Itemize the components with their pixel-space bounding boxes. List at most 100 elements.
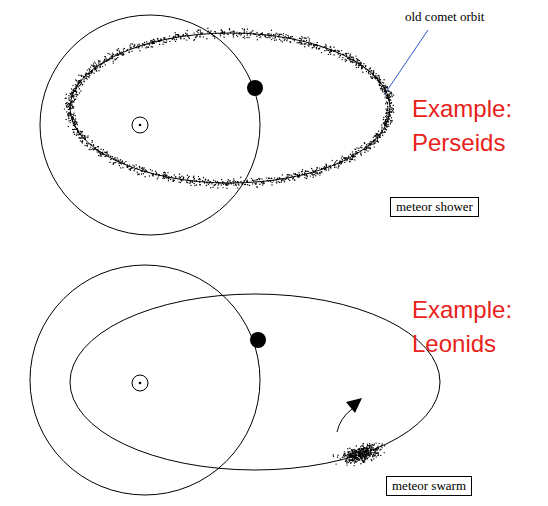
meteoroid-dot: [387, 96, 388, 97]
meteoroid-dot: [352, 154, 353, 155]
meteoroid-dot: [354, 156, 355, 157]
meteoroid-dot: [360, 448, 361, 449]
meteoroid-dot: [348, 57, 349, 58]
meteoroid-dot: [127, 167, 128, 168]
meteoroid-dot: [361, 450, 362, 451]
meteoroid-dot: [354, 456, 355, 457]
meteoroid-dot: [158, 40, 159, 41]
meteoroid-dot: [207, 180, 208, 181]
meteoroid-dot: [353, 62, 354, 63]
meteoroid-dot: [346, 461, 347, 462]
meteoroid-dot: [376, 136, 377, 137]
meteoroid-dot: [75, 115, 76, 116]
meteoroid-dot: [93, 149, 94, 150]
meteoroid-dot: [383, 82, 384, 83]
meteoroid-dot: [98, 152, 99, 153]
meteoroid-dot: [122, 54, 123, 55]
meteoroid-dot: [380, 134, 381, 135]
meteoroid-dot: [131, 168, 132, 169]
meteoroid-dot: [385, 122, 386, 123]
meteoroid-dot: [237, 182, 238, 183]
meteoroid-dot: [153, 43, 154, 44]
meteoroid-dot: [158, 175, 159, 176]
meteoroid-dot: [87, 69, 88, 70]
meteoroid-dot: [383, 79, 384, 80]
meteoroid-dot: [80, 84, 81, 85]
meteoroid-dot: [108, 154, 109, 155]
meteoroid-dot: [124, 48, 125, 49]
meteoroid-dot: [366, 452, 367, 453]
meteoroid-dot: [376, 134, 377, 135]
meteoroid-dot: [330, 167, 331, 168]
meteoroid-dot: [175, 176, 176, 177]
meteoroid-dots: [64, 28, 395, 467]
meteoroid-dot: [200, 32, 201, 33]
meteoroid-dot: [368, 448, 369, 449]
meteoroid-dot: [137, 172, 138, 173]
meteoroid-dot: [196, 31, 197, 32]
meteoroid-dot: [220, 33, 221, 34]
meteoroid-dot: [75, 129, 76, 130]
meteoroid-dot: [122, 53, 123, 54]
meteoroid-dot: [289, 180, 290, 181]
meteoroid-dot: [364, 453, 365, 454]
meteoroid-dot: [319, 174, 320, 175]
meteoroid-dot: [100, 154, 101, 155]
meteoroid-dot: [130, 47, 131, 48]
meteoroid-dot: [390, 96, 391, 97]
meteoroid-dot: [200, 30, 201, 31]
meteoroid-dot: [364, 142, 365, 143]
meteoroid-dot: [373, 454, 374, 455]
meteoroid-dot: [383, 117, 384, 118]
meteoroid-dot: [75, 122, 76, 123]
meteoroid-dot: [67, 115, 68, 116]
meteoroid-dot: [102, 152, 103, 153]
meteoroid-dot: [377, 453, 378, 454]
meteoroid-dot: [68, 99, 69, 100]
meteoroid-dot: [286, 178, 287, 179]
meteoroid-dot: [276, 181, 277, 182]
meteoroid-dot: [115, 54, 116, 55]
meteoroid-dot: [330, 167, 331, 168]
meteoroid-dot: [94, 61, 95, 62]
meteoroid-dot: [291, 36, 292, 37]
meteoroid-dot: [393, 112, 394, 113]
meteoroid-dot: [341, 50, 342, 51]
meteoroid-dot: [92, 140, 93, 141]
earth-dot: [247, 80, 263, 96]
meteoroid-dot: [349, 451, 350, 452]
meteoroid-dot: [361, 63, 362, 64]
meteoroid-dot: [164, 37, 165, 38]
meteoroid-dot: [349, 59, 350, 60]
meteoroid-dot: [355, 149, 356, 150]
meteoroid-dot: [71, 102, 72, 103]
meteoroid-dot: [130, 47, 131, 48]
meteoroid-dot: [282, 179, 283, 180]
meteoroid-dot: [152, 43, 153, 44]
meteoroid-dot: [386, 87, 387, 88]
meteoroid-dot: [354, 156, 355, 157]
meteoroid-dot: [89, 149, 90, 150]
meteoroid-dot: [304, 177, 305, 178]
meteoroid-dot: [263, 181, 264, 182]
meteoroid-dot: [317, 45, 318, 46]
meteoroid-dot: [360, 446, 361, 447]
meteoroid-dot: [306, 40, 307, 41]
meteoroid-dot: [366, 147, 367, 148]
meteoroid-dot: [163, 175, 164, 176]
meteoroid-dot: [228, 183, 229, 184]
meteoroid-dot: [271, 182, 272, 183]
meteoroid-dot: [196, 184, 197, 185]
meteoroid-dot: [384, 124, 385, 125]
meteoroid-dot: [181, 36, 182, 37]
meteoroid-dot: [117, 53, 118, 54]
meteoroid-dot: [284, 39, 285, 40]
meteoroid-dot: [392, 108, 393, 109]
meteoroid-dot: [352, 455, 353, 456]
meteoroid-dot: [290, 42, 291, 43]
meteoroid-dot: [377, 138, 378, 139]
meteoroid-dot: [384, 123, 385, 124]
meteoroid-dot: [146, 44, 147, 45]
meteoroid-dot: [331, 50, 332, 51]
